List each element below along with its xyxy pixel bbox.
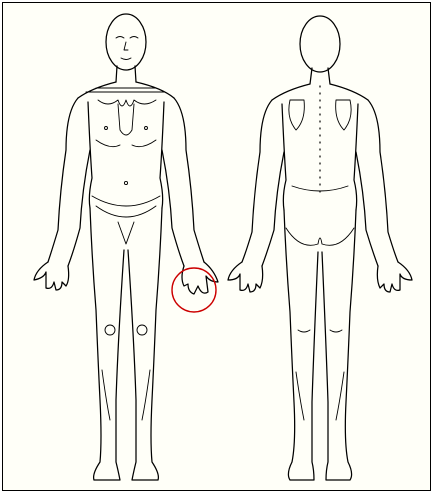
front-arm-left-outer <box>48 98 78 262</box>
back-scapula-left <box>289 100 304 130</box>
front-nipple-r <box>145 127 148 130</box>
back-leg-left <box>284 210 318 480</box>
front-arm-right-inner <box>162 150 184 266</box>
front-ribs <box>96 140 156 147</box>
front-sternum <box>118 104 134 135</box>
front-shoulders <box>78 82 174 98</box>
back-figure <box>228 16 412 480</box>
back-head <box>300 16 340 72</box>
front-hand-left <box>34 262 69 290</box>
front-knee-right <box>137 325 147 335</box>
front-arm-left-inner <box>68 150 90 266</box>
front-pelvis <box>92 196 160 217</box>
front-leg-right <box>128 208 162 480</box>
front-groin <box>118 222 134 244</box>
front-figure <box>34 14 218 480</box>
front-leg-left <box>90 208 124 480</box>
highlight-circle <box>172 268 216 312</box>
front-chest <box>98 100 156 106</box>
front-eyes <box>116 37 138 39</box>
back-leg-right <box>322 210 356 480</box>
back-hand-left <box>228 262 263 292</box>
back-knees <box>298 330 342 332</box>
front-face <box>121 42 131 60</box>
back-hand-right <box>377 262 412 292</box>
front-knee-left <box>105 325 115 335</box>
back-calves <box>296 372 344 420</box>
front-collar <box>86 88 164 92</box>
back-arm-left-inner <box>262 152 284 266</box>
front-nipple-l <box>105 127 108 130</box>
back-scapula-right <box>336 100 351 130</box>
back-arm-left-outer <box>242 100 272 262</box>
back-arm-right-outer <box>368 100 398 262</box>
back-waist <box>292 186 348 191</box>
back-arm-right-inner <box>356 152 378 266</box>
front-shins <box>102 370 150 420</box>
front-arm-right-outer <box>174 98 204 262</box>
back-buttocks <box>286 228 354 245</box>
front-navel <box>124 181 127 184</box>
